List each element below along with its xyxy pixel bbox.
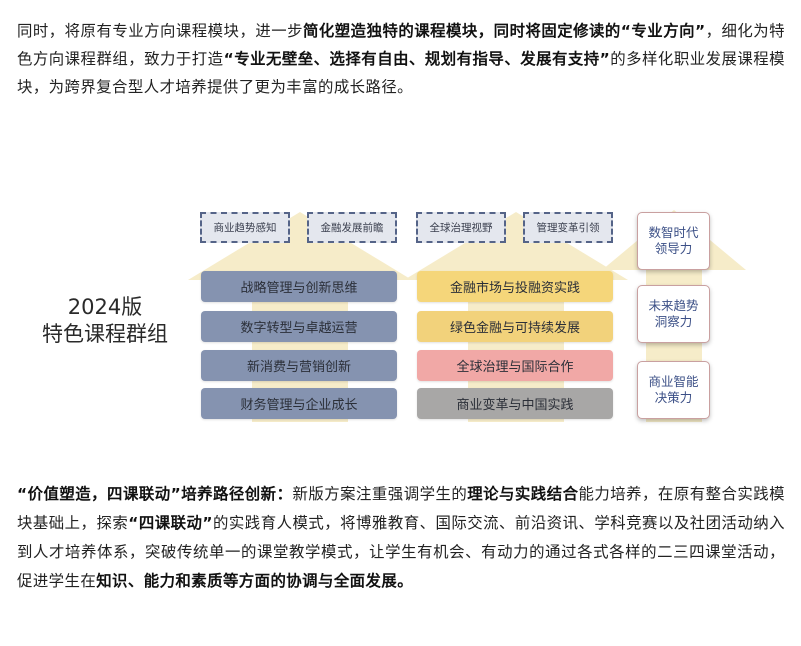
bar-finance-growth: 财务管理与企业成长 — [201, 388, 397, 419]
card-2-line2: 洞察力 — [654, 314, 693, 329]
bar-strategy-innovation: 战略管理与创新思维 — [201, 271, 397, 302]
dashed-box-global-governance: 全球治理视野 — [416, 212, 506, 243]
intro-paragraph: 同时，将原有专业方向课程模块，进一步简化塑造独特的课程模块，同时将固定修读的“专… — [17, 17, 785, 101]
innovation-seg-1: 新版方案注重强调学生的 — [292, 485, 468, 503]
diagram-title-year: 2024版 — [67, 295, 143, 319]
dashed-box-finance-outlook: 金融发展前瞻 — [307, 212, 397, 243]
intro-seg-1: 简化塑造独特的课程模块，同时将固定修读的“专业方向” — [303, 22, 706, 40]
card-3-line1: 商业智能 — [648, 374, 699, 389]
diagram-title: 2024版 特色课程群组 — [20, 294, 190, 348]
bar-digital-operations: 数字转型与卓越运营 — [201, 311, 397, 342]
innovation-seg-0: “价值塑造，四课联动”培养路径创新： — [17, 485, 293, 503]
dashed-box-business-trend: 商业趋势感知 — [200, 212, 290, 243]
card-3-line2: 决策力 — [654, 390, 693, 405]
innovation-paragraph: “价值塑造，四课联动”培养路径创新：新版方案注重强调学生的理论与实践结合能力培养… — [17, 480, 785, 596]
innovation-seg-2: 理论与实践结合 — [467, 485, 579, 503]
card-1-line2: 领导力 — [654, 241, 693, 256]
innovation-seg-3: 能力培养，在原有整合实践模块基础上，探索 — [17, 485, 785, 532]
card-business-intelligence: 商业智能决策力 — [637, 361, 710, 419]
bar-consumer-marketing: 新消费与营销创新 — [201, 350, 397, 381]
intro-seg-0: 同时，将原有专业方向课程模块，进一步 — [17, 22, 304, 40]
intro-seg-4: 的多样化职业发展课程模块，为跨界复合型人才培养提供了更为丰富的成长路径。 — [17, 50, 786, 96]
card-future-insight: 未来趋势洞察力 — [637, 285, 710, 343]
dashed-box-management-change: 管理变革引领 — [523, 212, 613, 243]
innovation-seg-5: 的实践育人模式，将博雅教育、国际交流、前沿资讯、学科竞赛以及社团活动纳入到人才培… — [17, 514, 786, 590]
bar-business-china: 商业变革与中国实践 — [417, 388, 613, 419]
innovation-seg-4: “四课联动” — [128, 514, 213, 532]
card-2-line1: 未来趋势 — [648, 298, 699, 313]
course-group-diagram: 2024版 特色课程群组 商业趋势感知 金融发展前瞻 全球治理视野 管理变革引领… — [0, 190, 801, 450]
innovation-seg-6: 知识、能力和素质等方面的协调与全面发展。 — [96, 572, 414, 590]
diagram-title-name: 特色课程群组 — [42, 322, 168, 346]
intro-seg-2: ，细化为特色方向课程群组，致力于打造 — [17, 22, 785, 68]
bar-financial-markets: 金融市场与投融资实践 — [417, 271, 613, 302]
bar-global-cooperation: 全球治理与国际合作 — [417, 350, 613, 381]
intro-seg-3: “专业无壁垒、选择有自由、规划有指导、发展有支持” — [223, 50, 611, 68]
card-digital-leadership: 数智时代领导力 — [637, 212, 710, 270]
bar-green-finance: 绿色金融与可持续发展 — [417, 311, 613, 342]
card-1-line1: 数智时代 — [648, 225, 699, 240]
